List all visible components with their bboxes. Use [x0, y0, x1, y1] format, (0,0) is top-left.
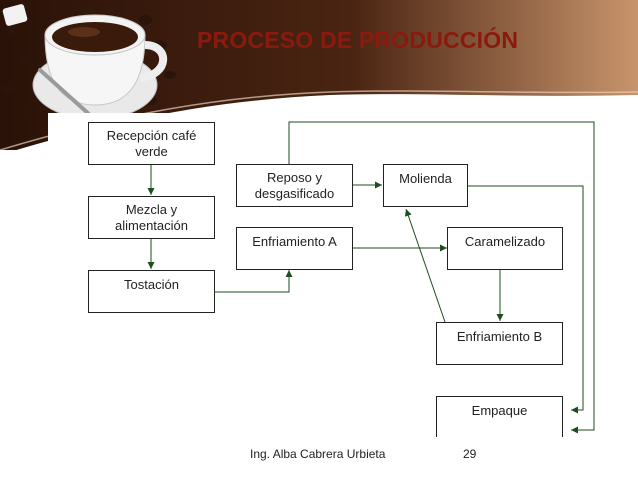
node-caramelizado: Caramelizado	[447, 227, 563, 270]
node-enfriamiento-b: Enfriamiento B	[436, 322, 563, 365]
node-reposo: Reposo y desgasificado	[236, 164, 353, 207]
node-molienda: Molienda	[383, 164, 468, 207]
node-recepcion: Recepción café verde	[88, 122, 215, 165]
node-empaque: Empaque	[436, 396, 563, 437]
footer-author: Ing. Alba Cabrera Urbieta	[250, 447, 386, 461]
slide-title: PROCESO DE PRODUCCIÓN	[197, 27, 519, 53]
node-enfriamiento-a: Enfriamiento A	[236, 227, 353, 270]
arrow-enfriamiento-b-molienda	[404, 208, 446, 323]
arrow-tostacion-enfriamiento-a	[214, 270, 293, 293]
page-number: 29	[463, 447, 477, 461]
node-tostacion: Tostación	[88, 270, 215, 313]
arrow-molienda-empaque	[467, 185, 584, 414]
coffee-cup-icon	[1, 4, 176, 133]
node-mezcla: Mezcla y alimentación	[88, 196, 215, 239]
arrow-loop-reposo	[288, 121, 595, 434]
